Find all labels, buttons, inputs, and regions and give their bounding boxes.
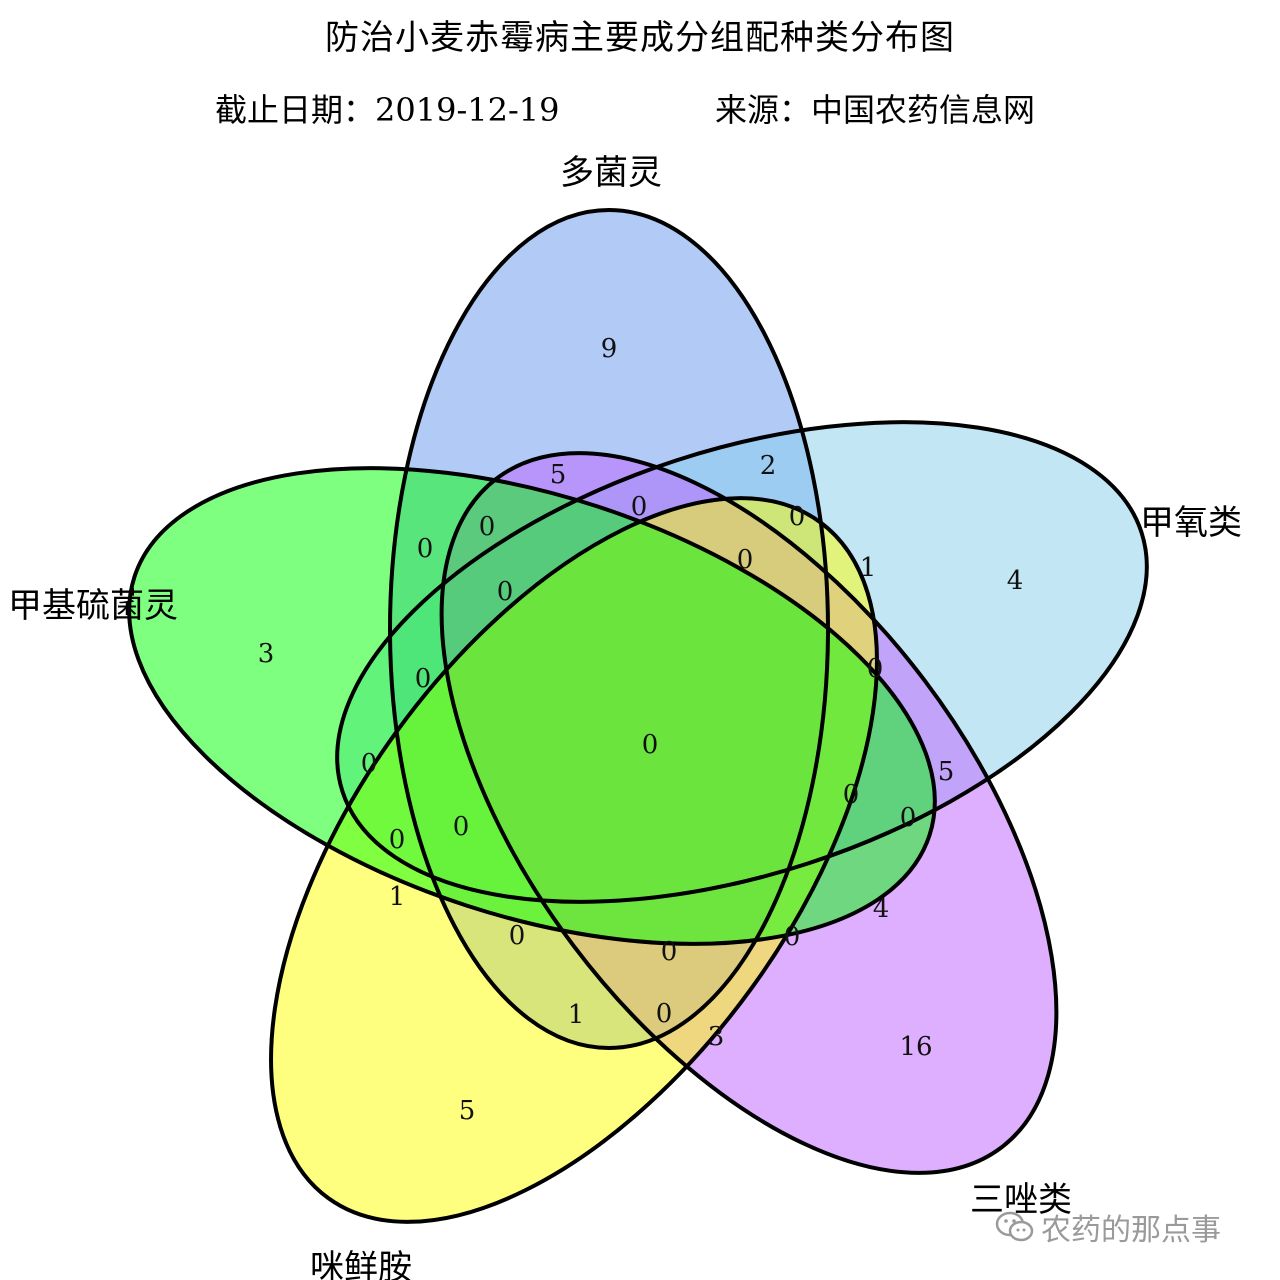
region-count: 0 (415, 664, 432, 694)
region-count: 1 (389, 882, 406, 912)
region-count: 3 (258, 639, 275, 669)
data-source: 来源：中国农药信息网 (715, 91, 1036, 129)
region-count: 0 (453, 812, 470, 842)
set-outline-c (439, 451, 1059, 1175)
set-outline-d (269, 496, 879, 1224)
set-label-jiayanglei: 甲氧类 (1140, 503, 1242, 543)
region-count: 0 (789, 502, 806, 532)
region-count: 0 (656, 999, 673, 1029)
set-label-mixianan: 咪鲜胺 (310, 1248, 412, 1280)
set-label-jiajiliujunling: 甲基硫菌灵 (8, 586, 178, 626)
figure-title: 防治小麦赤霉病主要成分组配种类分布图 (325, 18, 955, 58)
region-count: 3 (708, 1022, 725, 1052)
cutoff-date: 截止日期：2019-12-19 (215, 91, 560, 129)
region-count: 0 (900, 803, 917, 833)
region-count: 0 (642, 730, 659, 760)
region-count: 0 (737, 545, 754, 575)
region-count: 2 (760, 451, 777, 481)
region-count: 5 (459, 1096, 476, 1126)
set-label-duojunling: 多菌灵 (560, 153, 662, 193)
set-label-sanzuolei: 三唑类 (970, 1180, 1072, 1220)
region-count: 1 (568, 1000, 585, 1030)
region-count: 0 (784, 922, 801, 952)
region-count: 0 (631, 492, 648, 522)
region-count: 16 (899, 1032, 932, 1062)
region-count: 0 (843, 780, 860, 810)
region-count: 5 (938, 757, 955, 787)
set-outline-b (335, 420, 1149, 904)
region-count: 0 (361, 749, 378, 779)
set-outline-e (127, 466, 937, 946)
region-count: 0 (497, 577, 514, 607)
region-count: 0 (661, 937, 678, 967)
region-count: 0 (417, 534, 434, 564)
region-count: 5 (550, 460, 567, 490)
region-count: 1 (860, 553, 877, 583)
wechat-icon (995, 1210, 1035, 1244)
watermark-text: 农药的那点事 (1041, 1213, 1221, 1248)
region-count: 4 (873, 894, 890, 924)
set-region-e (129, 468, 935, 944)
region-count: 0 (509, 921, 526, 951)
region-count: 0 (389, 825, 406, 855)
watermark: 农药的那点事 (995, 1205, 1221, 1249)
region-count: 0 (479, 512, 496, 542)
region-count: 4 (1007, 566, 1024, 596)
region-count: 9 (601, 334, 618, 364)
region-count: 0 (867, 654, 884, 684)
